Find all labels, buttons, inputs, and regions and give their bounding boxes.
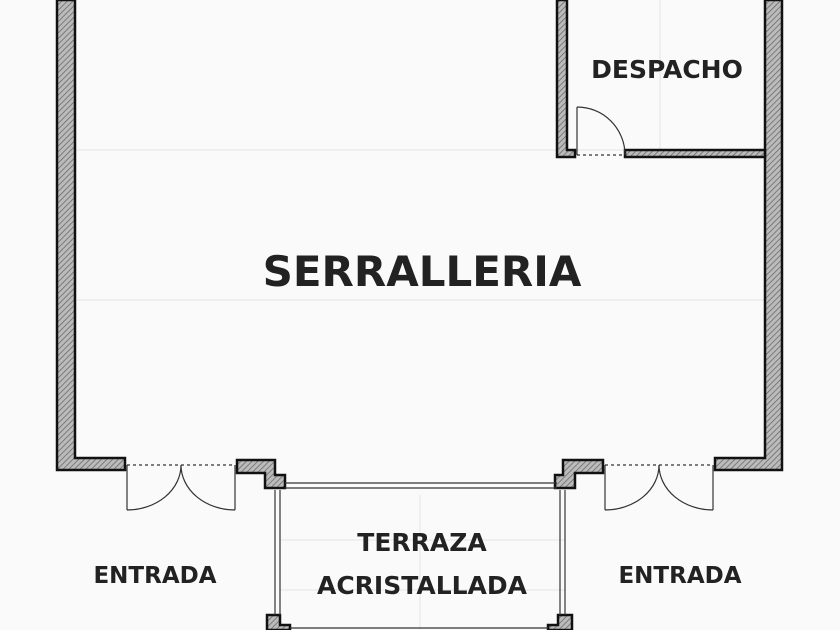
left-entrance-door[interactable] [126, 464, 236, 511]
room-label-acristallada: ACRISTALLADA [317, 571, 528, 600]
right-entrance-door[interactable] [604, 464, 714, 511]
room-label-terraza: TERRAZA [357, 528, 487, 557]
label-entrada-left: ENTRADA [93, 563, 216, 589]
office-bottom-wall [623, 148, 767, 159]
label-entrada-right: ENTRADA [618, 563, 741, 589]
left-pillar [235, 458, 287, 490]
office-left-wall [555, 0, 577, 159]
terrace-bottom-right-pillar [546, 613, 574, 630]
room-label-serralleria: SERRALLERIA [263, 247, 582, 296]
room-label-despacho: DESPACHO [591, 55, 743, 84]
terrace-bottom-left-pillar [265, 613, 292, 630]
terrace-glazing [274, 482, 566, 629]
right-wall [713, 0, 784, 472]
office-door[interactable] [576, 106, 626, 156]
left-wall [55, 0, 127, 472]
right-pillar [553, 458, 605, 490]
